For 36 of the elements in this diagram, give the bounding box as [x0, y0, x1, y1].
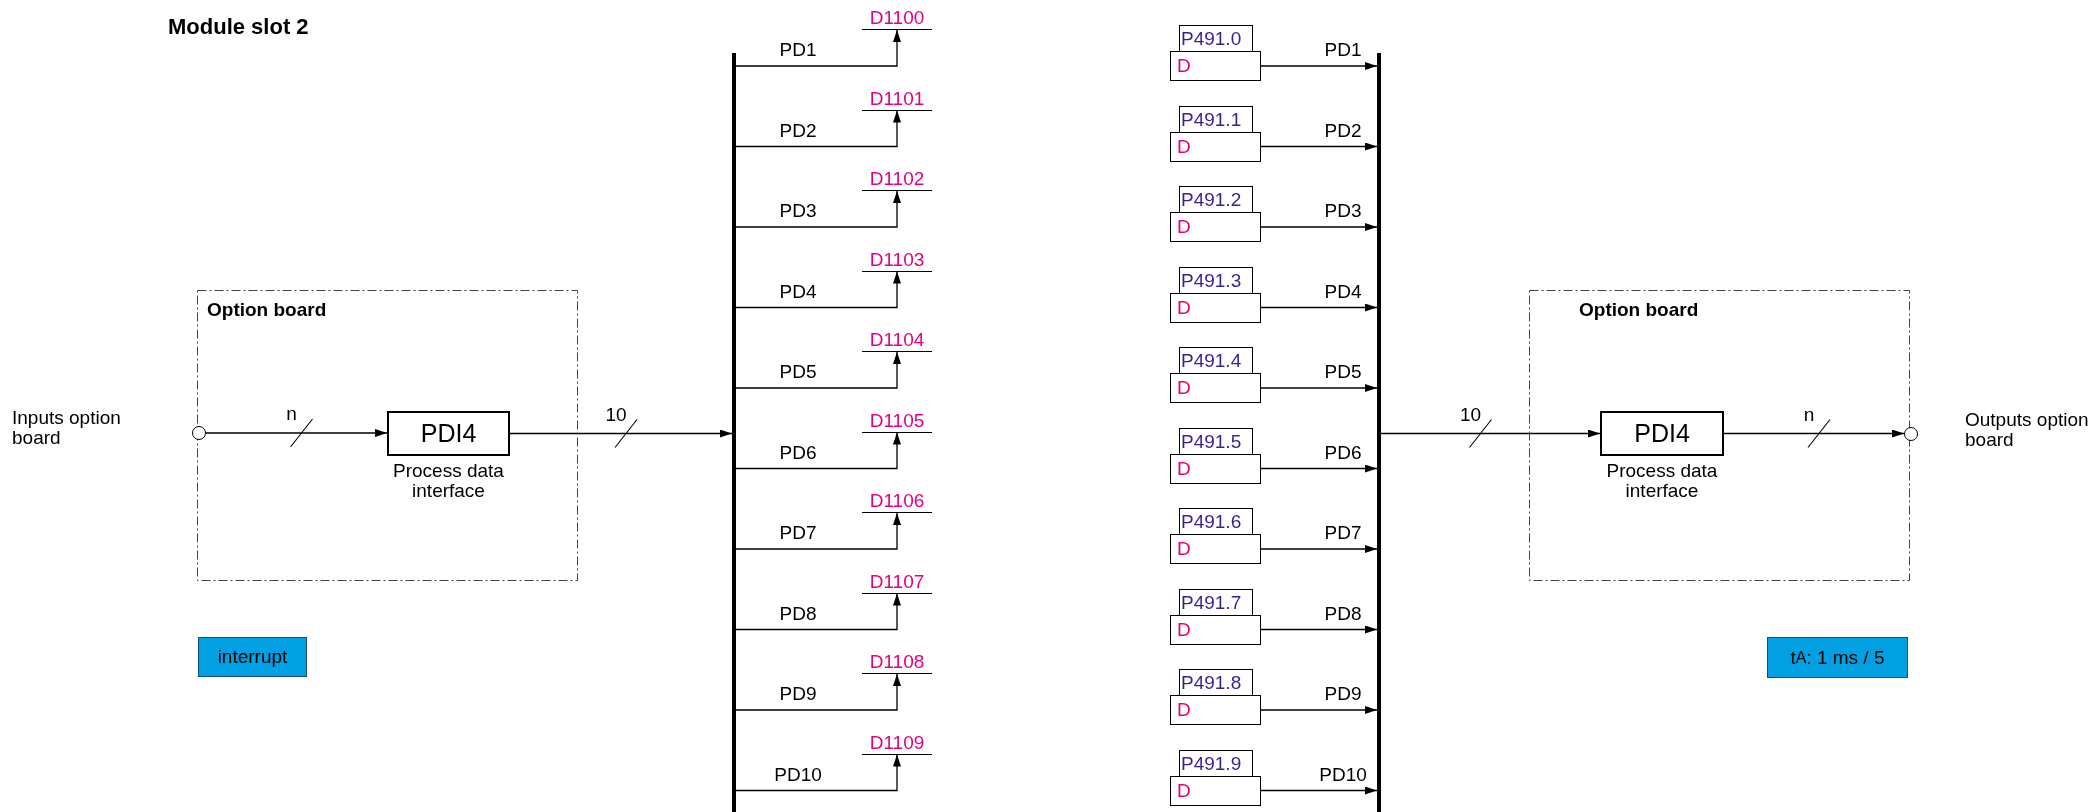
- variable-label: D1107: [862, 571, 932, 594]
- node-label: Process data interface: [392, 461, 505, 501]
- value-field: D: [1170, 534, 1261, 564]
- group-heading: Option board: [1579, 300, 1699, 321]
- value-field: D: [1170, 373, 1261, 403]
- variable-label: D1105: [862, 410, 932, 433]
- node-label: Process data interface: [1605, 461, 1719, 501]
- variable-label: D1102: [862, 169, 932, 191]
- variable-label: D1109: [862, 732, 932, 755]
- variable-label: D1101: [862, 88, 932, 111]
- option-board-frame: [1529, 290, 1910, 581]
- node-label: Inputs option board: [12, 408, 122, 448]
- group-heading: Option board: [207, 300, 327, 321]
- value-field: D: [1170, 51, 1261, 81]
- variable-label: D1100: [862, 8, 932, 30]
- variable-label: D1106: [862, 491, 932, 513]
- process-box: PDI4: [387, 411, 510, 456]
- variable-label: D1103: [862, 249, 932, 272]
- option-board-frame: [197, 290, 578, 581]
- bus-bar: [732, 53, 736, 812]
- value-field: D: [1170, 775, 1261, 806]
- info-tag: interrupt: [198, 637, 307, 677]
- bus-bar: [1377, 53, 1381, 812]
- process-box: PDI4: [1600, 411, 1724, 456]
- value-field: D: [1170, 212, 1261, 242]
- terminal-circle: [1904, 427, 1918, 441]
- node-label: Outputs option board: [1965, 410, 2090, 450]
- value-field: D: [1170, 131, 1261, 162]
- value-field: D: [1170, 695, 1261, 725]
- variable-label: D1104: [862, 330, 932, 352]
- variable-label: D1108: [862, 652, 932, 674]
- value-field: D: [1170, 453, 1261, 484]
- diagram-title: Module slot 2: [168, 14, 309, 40]
- terminal-circle: [192, 426, 206, 440]
- value-field: D: [1170, 614, 1261, 645]
- value-field: D: [1170, 292, 1261, 323]
